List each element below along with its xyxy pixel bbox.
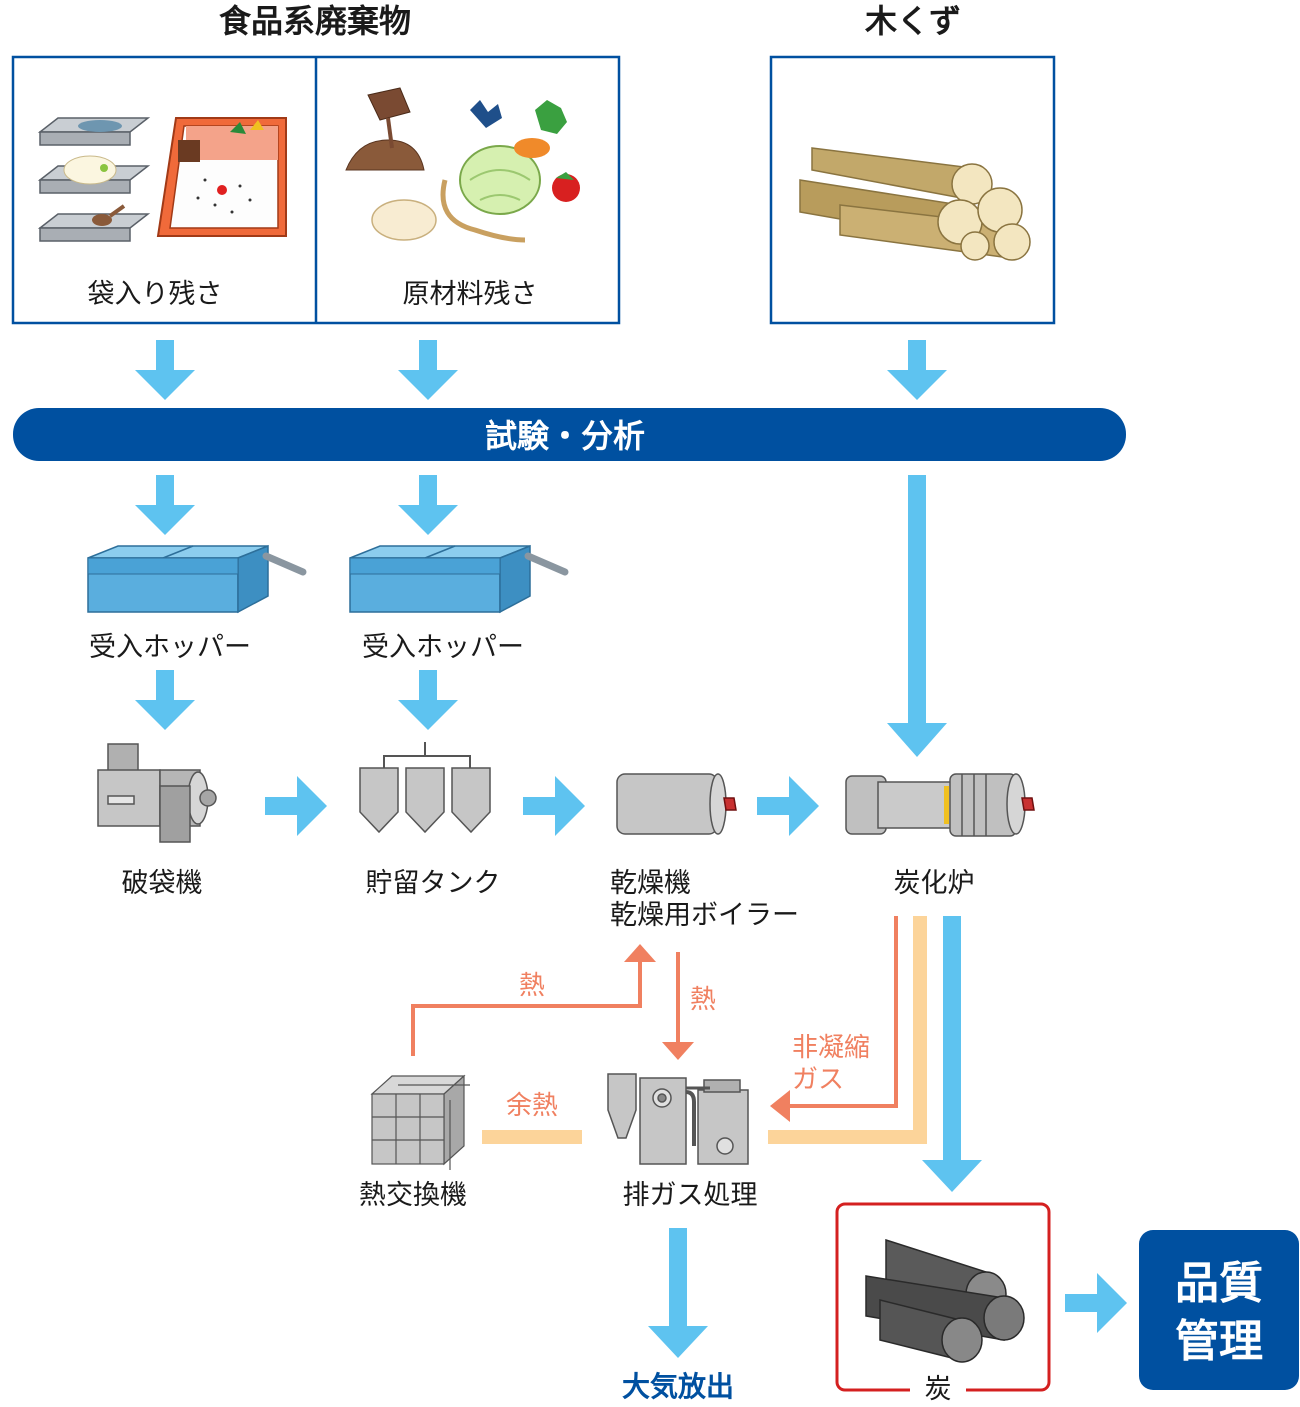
gas-flow-yellow bbox=[768, 916, 927, 1144]
arrow-to-hopper2 bbox=[398, 475, 458, 535]
atmosphere-label: 大気放出 bbox=[622, 1370, 734, 1403]
bag-breaker-icon bbox=[97, 743, 217, 843]
hopper-icon bbox=[88, 546, 303, 612]
gas-arrowhead bbox=[770, 1090, 790, 1122]
waste-heat-label: 余熱 bbox=[506, 1091, 558, 1121]
storage-tank-icon bbox=[359, 742, 491, 834]
heat-label-down: 熱 bbox=[690, 985, 716, 1015]
heat-exchanger-label: 熱交換機 bbox=[359, 1180, 467, 1211]
arrow-hopper1-to-breaker bbox=[135, 670, 195, 730]
food-waste-title: 食品系廃棄物 bbox=[219, 2, 411, 40]
arrow-exhaust-to-atmosphere bbox=[648, 1228, 708, 1358]
noncondensable-gas-flow bbox=[788, 916, 898, 1108]
heat-exchanger-icon bbox=[370, 1074, 470, 1170]
heat-arrowhead-down bbox=[662, 1042, 694, 1060]
raw-material-leftovers-label: 原材料残さ bbox=[403, 279, 538, 310]
bagged-leftovers-label: 袋入り残さ bbox=[88, 279, 223, 310]
analysis-bar bbox=[13, 408, 1126, 461]
charcoal-label: 炭 bbox=[925, 1374, 952, 1405]
noncondensable-label-1: 非凝縮 bbox=[792, 1033, 870, 1063]
wood-title: 木くず bbox=[864, 2, 961, 40]
charcoal-icon bbox=[865, 1238, 1025, 1363]
noncondensable-label-2: ガス bbox=[792, 1065, 844, 1095]
hopper1-label: 受入ホッパー bbox=[89, 632, 251, 663]
analysis-label: 試験・分析 bbox=[485, 417, 645, 455]
heat-flow-to-dryer bbox=[411, 960, 642, 1056]
arrow-breaker-to-tank bbox=[265, 776, 327, 836]
hopper-icon bbox=[350, 546, 565, 612]
heat-label-left: 熱 bbox=[519, 971, 545, 1001]
dryer-icon bbox=[616, 773, 737, 835]
quality-label-2: 管理 bbox=[1175, 1316, 1263, 1367]
exhaust-treatment-icon bbox=[607, 1073, 749, 1165]
hopper2-label: 受入ホッパー bbox=[362, 632, 524, 663]
carbonizer-icon bbox=[845, 773, 1035, 837]
arrow-hopper2-to-tank bbox=[398, 670, 458, 730]
arrow-wood-to-analysis bbox=[887, 340, 947, 400]
arrow-bagged-to-analysis bbox=[135, 340, 195, 400]
storage-tank-label: 貯留タンク bbox=[366, 868, 501, 899]
dryer-label-1: 乾燥機 bbox=[610, 868, 691, 899]
arrow-wood-to-carbonizer bbox=[887, 475, 947, 757]
arrow-charcoal-to-quality bbox=[1065, 1273, 1127, 1333]
charcoal-label-bg bbox=[910, 1376, 966, 1404]
arrow-carbonizer-to-charcoal bbox=[922, 916, 982, 1192]
raw-material-leftovers-icon bbox=[345, 87, 580, 243]
arrow-dryer-to-carbonizer bbox=[757, 776, 819, 836]
quality-label-1: 品質 bbox=[1175, 1258, 1263, 1309]
bag-breaker-label: 破袋機 bbox=[122, 868, 203, 899]
arrow-to-hopper1 bbox=[135, 475, 195, 535]
exhaust-treatment-label: 排ガス処理 bbox=[623, 1180, 758, 1211]
heat-arrowhead-up bbox=[624, 944, 656, 962]
quality-control-box bbox=[1139, 1230, 1299, 1390]
wood-scraps-icon bbox=[799, 147, 1031, 261]
arrow-raw-to-analysis bbox=[398, 340, 458, 400]
dryer-label-2: 乾燥用ボイラー bbox=[610, 900, 799, 931]
bagged-leftovers-icon bbox=[37, 117, 287, 242]
arrow-tank-to-dryer bbox=[523, 776, 585, 836]
carbonizer-label: 炭化炉 bbox=[894, 868, 975, 899]
